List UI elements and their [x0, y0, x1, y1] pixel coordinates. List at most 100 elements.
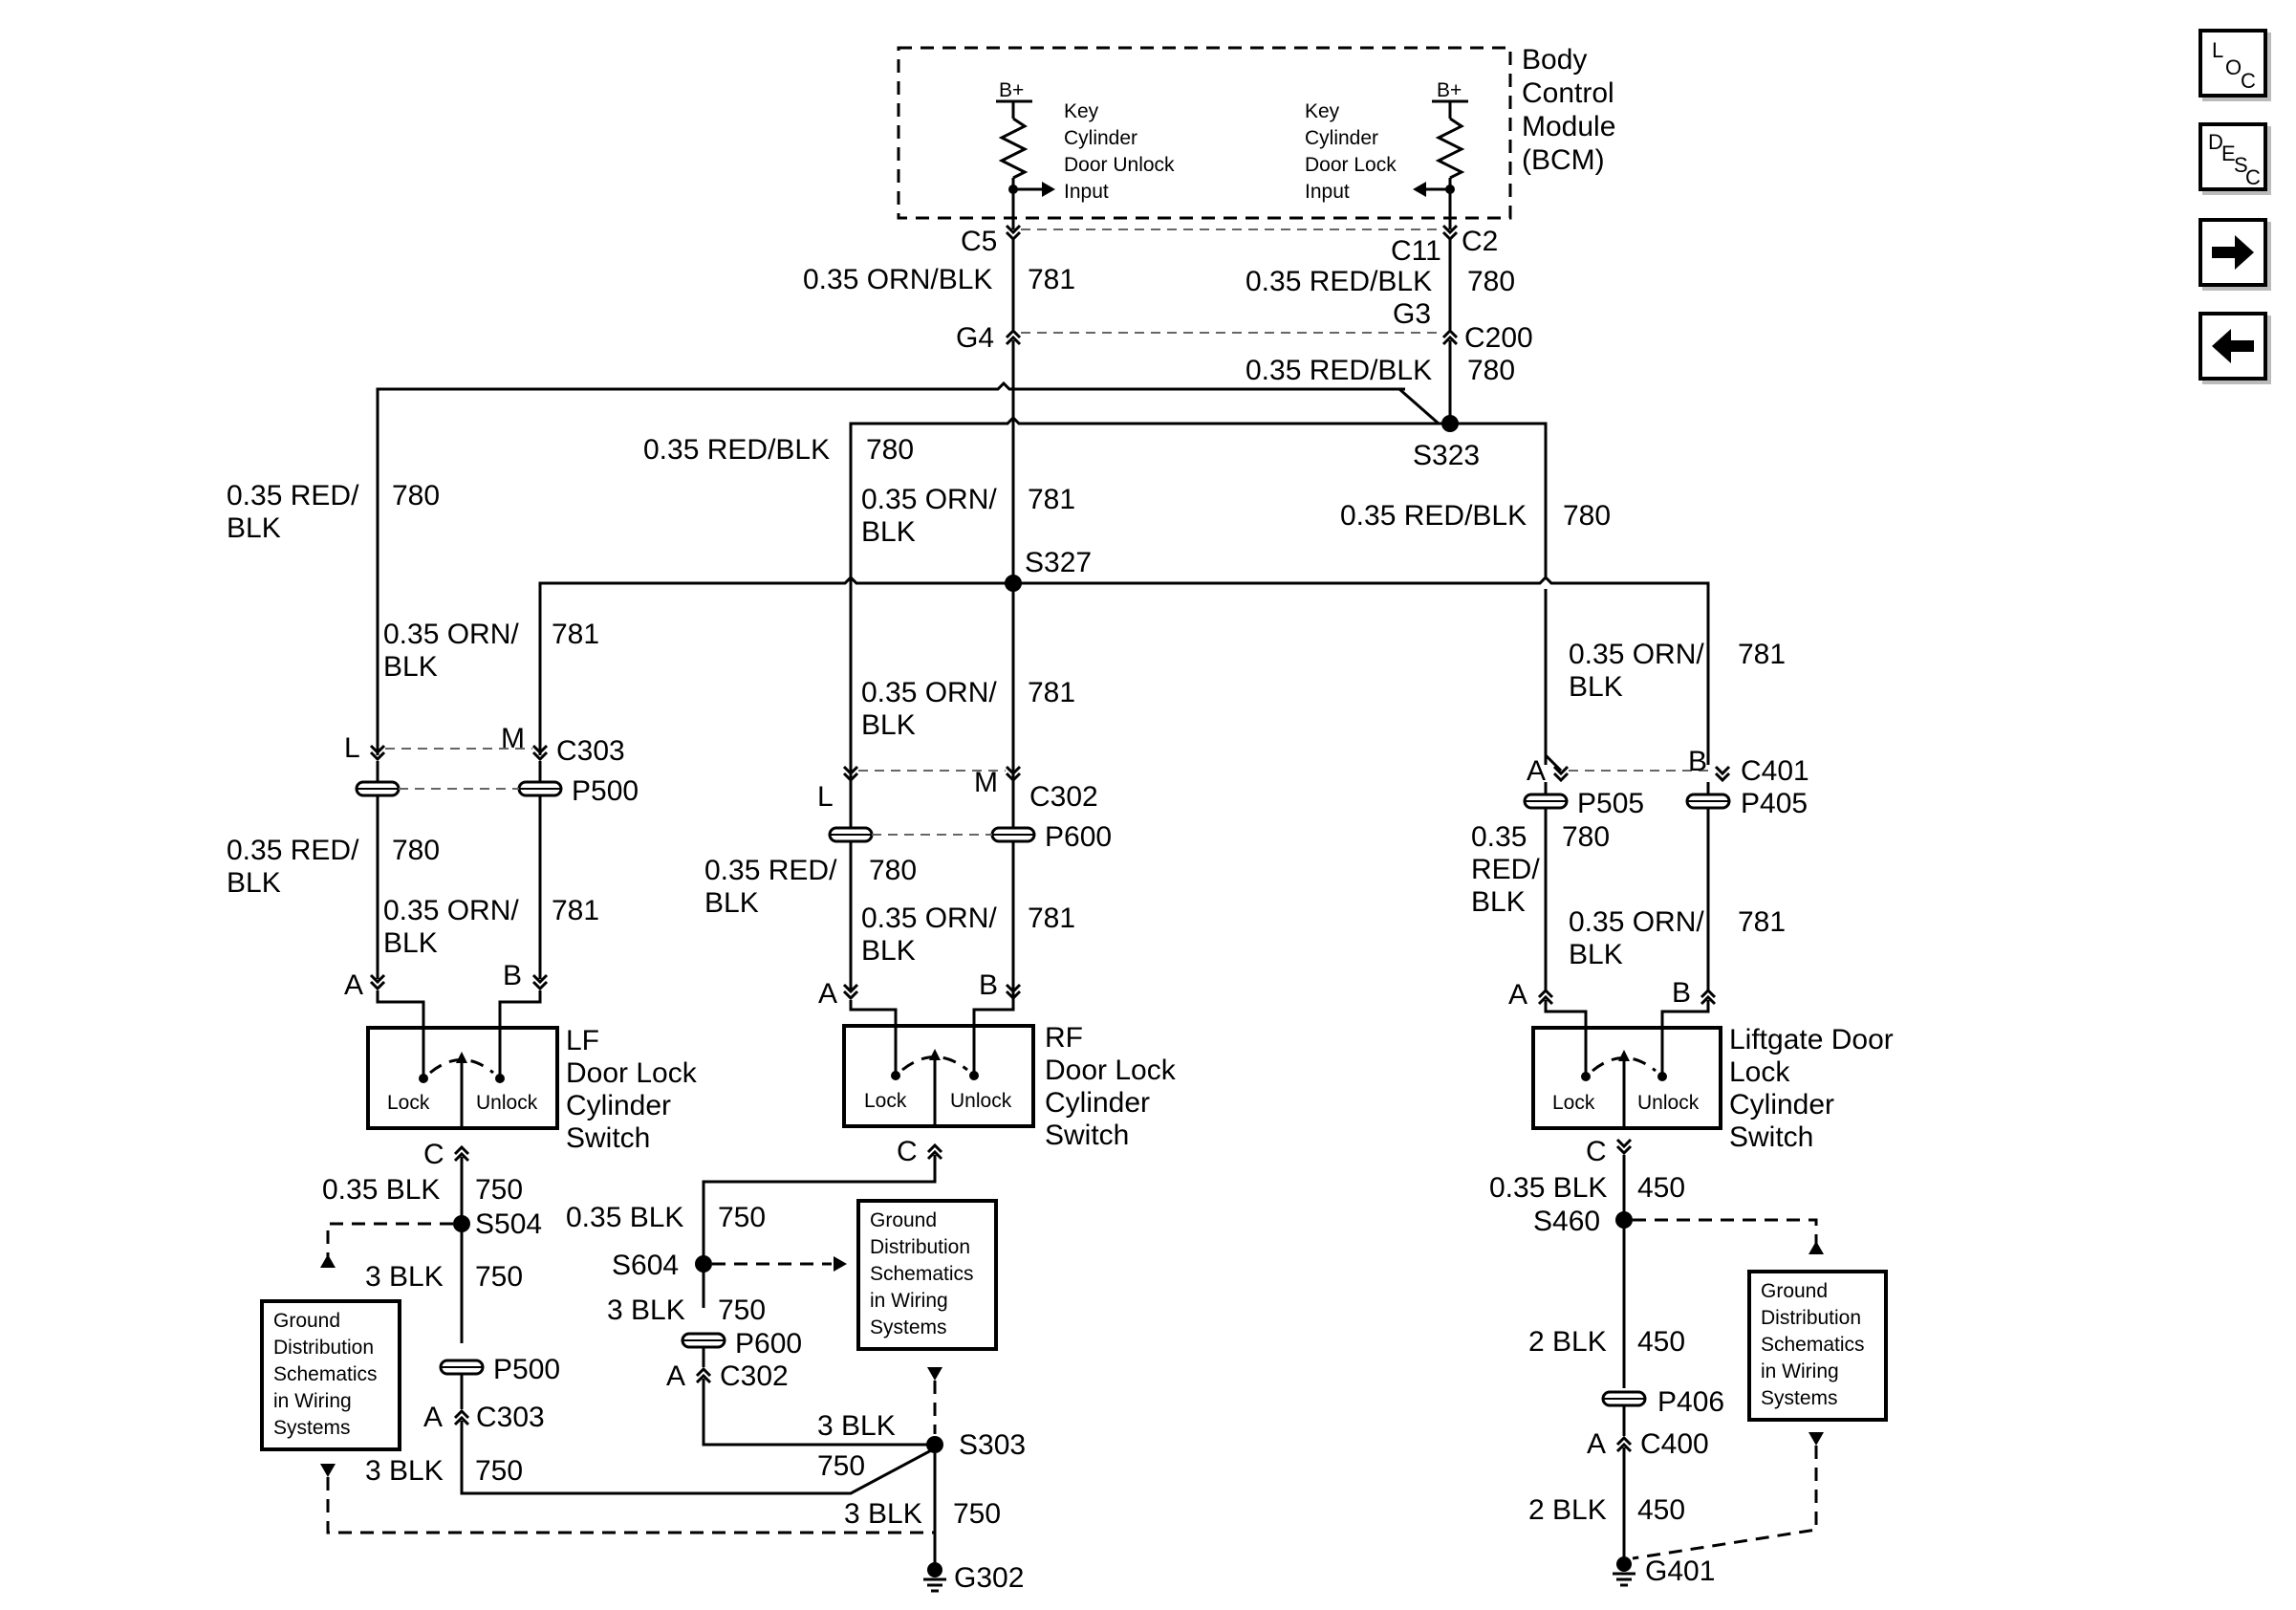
ground-ref-lf-5: Systems: [273, 1417, 351, 1439]
pin-m-lf: M: [501, 723, 525, 754]
lg-switch-title-4: Switch: [1729, 1121, 1813, 1153]
rf-switch-box: [842, 1024, 1035, 1128]
location-button[interactable]: L O C: [2199, 29, 2267, 98]
wire-label-781-lg-1: 0.35 ORN/: [1569, 639, 1704, 670]
pin-b-lg: B: [1672, 977, 1691, 1009]
pin-b-rf: B: [979, 969, 998, 1001]
lock-input-4: Input: [1305, 181, 1350, 203]
connector-c2: C2: [1462, 226, 1498, 257]
wire-label-780-rf-2: BLK: [704, 887, 759, 919]
ground-ref-lg-4: in Wiring: [1761, 1360, 1839, 1382]
wire-label-781-rf-3: 0.35 ORN/: [861, 903, 997, 934]
lf-switch-title-1: LF: [566, 1025, 599, 1056]
rf-switch-title-1: RF: [1045, 1022, 1083, 1054]
previous-button[interactable]: [2199, 312, 2267, 381]
lock-input-1: Key: [1305, 100, 1340, 122]
bcm-title-4: (BCM): [1522, 144, 1605, 176]
description-button[interactable]: D E S C: [2199, 122, 2267, 191]
splice-s604: S604: [612, 1250, 679, 1281]
unlock-input-4: Input: [1064, 181, 1109, 203]
splice-s604-dot: [695, 1255, 712, 1273]
circuit-450-2: 450: [1637, 1326, 1685, 1358]
liftgate-lock-switch: Lock Unlock Liftgate Door Lock Cylinder …: [1531, 1024, 1894, 1153]
circuit-781-rf: 781: [1028, 677, 1075, 708]
ground-ref-rf-3: Schematics: [870, 1263, 974, 1285]
ground-ref-lf-4: in Wiring: [273, 1390, 352, 1412]
pin-a-lg-c401: A: [1527, 755, 1546, 787]
wire-label-781-top: 0.35 ORN/BLK: [803, 264, 992, 295]
ground-ref-lg-2: Distribution: [1761, 1307, 1861, 1329]
lg-unlock-label: Unlock: [1637, 1092, 1700, 1114]
wire-label-780-lg: 0.35 RED/BLK: [1340, 500, 1527, 532]
wire-label-781-lg-4: BLK: [1569, 939, 1623, 970]
pin-c-rf: C: [897, 1136, 918, 1167]
connector-c400: C400: [1640, 1428, 1709, 1460]
connector-g4: G4: [956, 322, 994, 354]
lf-switch-title-4: Switch: [566, 1122, 650, 1154]
rf-door-lock-switch: Lock Unlock RF Door Lock Cylinder Switch: [842, 1022, 1177, 1151]
connector-c302-top: C302: [1029, 781, 1098, 813]
unlock-input-3: Door Unlock: [1064, 154, 1175, 176]
ground-g401-symbol: [1613, 1556, 1635, 1587]
circuit-750-lf-1: 750: [475, 1174, 523, 1206]
rf-switch-title-3: Cylinder: [1045, 1087, 1150, 1119]
ground-ref-lg-3: Schematics: [1761, 1334, 1865, 1356]
wire-label-781-lf-1: 0.35 ORN/: [383, 619, 519, 650]
bus-wiring: S323 S327 0.35 RED/BLK 780 0.35 ORN/ BLK…: [227, 381, 1710, 875]
circuit-750-rf-1: 750: [718, 1202, 766, 1233]
circuit-750-s303-2: 750: [817, 1450, 865, 1482]
lock-input-circuit: B+ Key Cylinder Door Lock Input: [1305, 79, 1468, 229]
circuit-780-lf: 780: [392, 480, 440, 511]
connector-c200: C200: [1464, 322, 1533, 354]
ground-ref-box-lg: Ground Distribution Schematics in Wiring…: [1747, 1270, 1888, 1422]
pin-l-lf: L: [344, 732, 360, 764]
rf-lock-label: Lock: [864, 1090, 907, 1112]
connector-p500-top: P500: [572, 775, 639, 807]
wire-label-781-lg-2: BLK: [1569, 671, 1623, 703]
ground-ref-rf-5: Systems: [870, 1316, 947, 1338]
next-button[interactable]: [2199, 218, 2267, 287]
desc-s: S: [2234, 153, 2248, 177]
ground-ref-rf-4: in Wiring: [870, 1290, 948, 1312]
wire-label-780-lf-2: BLK: [227, 512, 281, 544]
splice-s323-dot: [1441, 415, 1459, 432]
splice-s460: S460: [1533, 1206, 1600, 1237]
arrow-left-icon: [2212, 329, 2254, 363]
wire-label-780-lf-1: 0.35 RED/: [227, 480, 359, 511]
lf-door-lock-switch: Lock Unlock LF Door Lock Cylinder Switch: [366, 1025, 698, 1154]
circuit-780-rf: 780: [866, 434, 914, 466]
connector-p505: P505: [1577, 788, 1644, 819]
wire-label-781-rf-2: BLK: [861, 709, 916, 741]
unlock-input-1: Key: [1064, 100, 1099, 122]
circuit-781-lg-2: 781: [1738, 906, 1786, 938]
ground-ref-lf-1: Ground: [273, 1310, 340, 1332]
wire-label-780-rf-1: 0.35 RED/: [704, 855, 837, 886]
lock-input-3: Door Lock: [1305, 154, 1397, 176]
bplus-label-right: B+: [1437, 79, 1462, 101]
wire-label-750-g302: 3 BLK: [844, 1498, 922, 1530]
pin-c-lf: C: [423, 1139, 444, 1170]
pin-m-rf: M: [974, 767, 998, 798]
wire-label-780-s323: 0.35 RED/BLK: [1245, 355, 1432, 386]
pin-b-lg-c401: B: [1688, 746, 1707, 777]
bcm-outline: [897, 46, 1512, 220]
circuit-780-lg: 780: [1563, 500, 1611, 532]
wire-label-780-lg-1: 0.35: [1471, 821, 1527, 853]
wire-label-781-lf-4: BLK: [383, 927, 438, 959]
lg-lock-label: Lock: [1552, 1092, 1595, 1114]
wire-label-781-center-2: BLK: [861, 516, 916, 548]
pin-a-lg: A: [1508, 979, 1527, 1011]
ground-ref-box-rf: Ground Distribution Schematics in Wiring…: [856, 1199, 998, 1351]
top-connectors: C5 C2 C11 0.35 ORN/BLK 781 0.35 RED/BLK …: [803, 224, 1533, 1002]
arrow-right-icon: [1042, 182, 1055, 197]
circuit-750-lf-3: 750: [475, 1455, 523, 1487]
lf-lock-label: Lock: [387, 1092, 430, 1114]
ground-ref-lg-5: Systems: [1761, 1387, 1838, 1409]
connector-c5: C5: [961, 226, 997, 257]
bcm-module: Body Control Module (BCM) B+ Key Cylinde…: [897, 44, 1615, 229]
circuit-450-1: 450: [1637, 1172, 1685, 1204]
loc-c: C: [2241, 69, 2256, 93]
connector-p406: P406: [1657, 1386, 1724, 1418]
circuit-781-lf-2: 781: [552, 895, 599, 926]
wire-label-781-rf-4: BLK: [861, 935, 916, 967]
